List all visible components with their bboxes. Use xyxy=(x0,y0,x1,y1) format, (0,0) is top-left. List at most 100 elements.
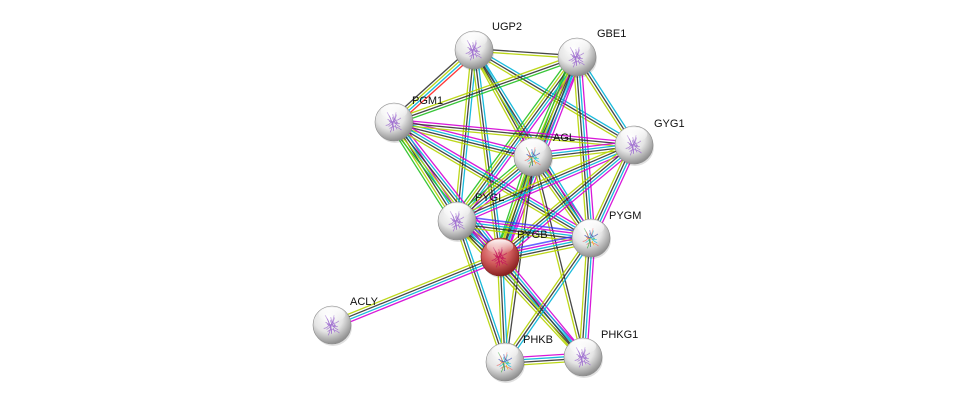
edge-line-coexpression xyxy=(393,56,578,123)
edge-line-textmining xyxy=(393,123,634,149)
node-ugp2[interactable]: UGP2 xyxy=(454,21,522,71)
edge-line-coexpression xyxy=(393,121,635,146)
node-agl[interactable]: AGL xyxy=(513,132,575,178)
edge-line-textmining xyxy=(391,124,590,242)
edge-line-known_db xyxy=(458,219,509,362)
edge-line-experimental xyxy=(333,260,502,330)
node-phkb[interactable]: PHKB xyxy=(485,334,553,383)
node-highlight xyxy=(486,239,514,254)
edge-line-coexpression xyxy=(473,49,501,258)
edge-PGM1-PYGM[interactable] xyxy=(391,118,594,242)
node-pgm1[interactable]: PGM1 xyxy=(374,95,443,143)
node-gbe1[interactable]: GBE1 xyxy=(557,28,626,78)
node-pygm[interactable]: PYGM xyxy=(571,210,641,259)
edge-line-experimental xyxy=(395,118,594,236)
node-label: GBE1 xyxy=(597,28,626,40)
edge-line-neighborhood xyxy=(394,58,579,126)
node-label: ACLY xyxy=(350,296,379,308)
node-pygb[interactable]: PYGB xyxy=(480,229,548,278)
edge-line-known_db xyxy=(456,220,592,239)
node-pygl[interactable]: PYGL xyxy=(437,192,504,242)
edge-PYGL-PHKB[interactable] xyxy=(453,219,509,364)
edge-line-known_db xyxy=(457,145,635,223)
node-label: PHKG1 xyxy=(601,329,638,341)
edge-line-textmining xyxy=(471,50,532,159)
edge-PYGB-ACLY[interactable] xyxy=(330,252,502,330)
edge-line-textmining xyxy=(392,53,577,121)
edge-line-textmining xyxy=(391,123,499,260)
node-label: PYGL xyxy=(475,192,504,204)
edge-line-coexpression xyxy=(455,221,583,359)
edge-line-known_db xyxy=(394,120,592,238)
edge-line-known_db xyxy=(500,145,636,259)
edge-line-known_db xyxy=(500,255,585,357)
edge-line-textmining xyxy=(453,221,504,364)
edges-layer xyxy=(330,46,639,367)
node-label: PHKB xyxy=(523,334,553,346)
edge-line-known_db xyxy=(583,238,593,358)
edge-line-coexpression xyxy=(331,255,500,325)
edge-GBE1-PGM1[interactable] xyxy=(392,53,579,126)
edge-line-textmining xyxy=(497,141,632,255)
node-label: AGL xyxy=(553,132,575,144)
edge-GYG1-PYGB[interactable] xyxy=(497,141,637,261)
edge-line-experimental xyxy=(458,147,636,226)
edge-line-coexpression xyxy=(498,143,634,257)
node-highlight xyxy=(318,307,346,322)
edge-line-coexpression xyxy=(393,122,591,240)
edge-line-textmining xyxy=(330,252,499,322)
edge-line-coexpression xyxy=(456,143,634,221)
edge-line-homology xyxy=(457,215,592,234)
edge-line-textmining xyxy=(391,123,456,223)
node-highlight xyxy=(563,39,591,54)
edge-line-textmining xyxy=(455,140,633,219)
node-highlight xyxy=(577,220,605,235)
edge-line-coexpression xyxy=(533,156,585,357)
edge-line-coexpression xyxy=(581,237,591,357)
edge-line-coexpression xyxy=(456,56,578,222)
node-highlight xyxy=(380,104,408,119)
edge-line-coexpression xyxy=(456,220,506,363)
edge-line-known_db xyxy=(332,257,501,327)
node-highlight xyxy=(491,344,519,359)
edge-line-textmining xyxy=(454,55,576,220)
edge-PYGM-PHKB[interactable] xyxy=(502,236,594,364)
node-highlight xyxy=(443,203,471,218)
edge-line-experimental xyxy=(586,238,596,358)
protein-structure-icon xyxy=(448,210,465,232)
edge-PGM1-PYGB[interactable] xyxy=(389,118,505,261)
node-label: GYG1 xyxy=(654,118,685,130)
node-label: UGP2 xyxy=(492,21,522,33)
node-highlight xyxy=(620,127,648,142)
edge-AGL-PHKG1[interactable] xyxy=(531,156,585,358)
node-label: PYGB xyxy=(517,229,548,241)
node-highlight xyxy=(569,339,597,354)
edge-GYG1-PYGL[interactable] xyxy=(455,140,636,226)
edge-line-textmining xyxy=(531,157,583,358)
edge-line-textmining xyxy=(392,125,533,162)
edge-PGM1-GYG1[interactable] xyxy=(393,118,635,149)
edge-line-coexpression xyxy=(393,122,533,159)
edge-line-textmining xyxy=(502,236,590,361)
node-highlight xyxy=(460,32,488,47)
edge-line-textmining xyxy=(578,237,588,357)
node-label: PYGM xyxy=(609,210,641,222)
node-phkg1[interactable]: PHKG1 xyxy=(563,329,638,378)
edge-line-neighborhood xyxy=(389,124,454,225)
protein-structure-icon xyxy=(625,134,642,156)
edge-line-textmining xyxy=(453,223,581,361)
node-label: PGM1 xyxy=(412,95,443,107)
edge-line-known_db xyxy=(458,50,478,222)
node-gyg1[interactable]: GYG1 xyxy=(614,118,685,166)
edge-line-experimental xyxy=(457,217,592,237)
node-acly[interactable]: ACLY xyxy=(312,296,379,346)
edge-PYGM-PHKG1[interactable] xyxy=(578,237,596,358)
edge-line-known_db xyxy=(395,119,503,256)
edge-line-coexpression xyxy=(504,237,592,363)
edge-line-known_db xyxy=(506,239,594,364)
edge-line-coexpression xyxy=(498,257,583,359)
edge-line-experimental xyxy=(502,147,637,261)
edge-line-experimental xyxy=(397,118,505,255)
